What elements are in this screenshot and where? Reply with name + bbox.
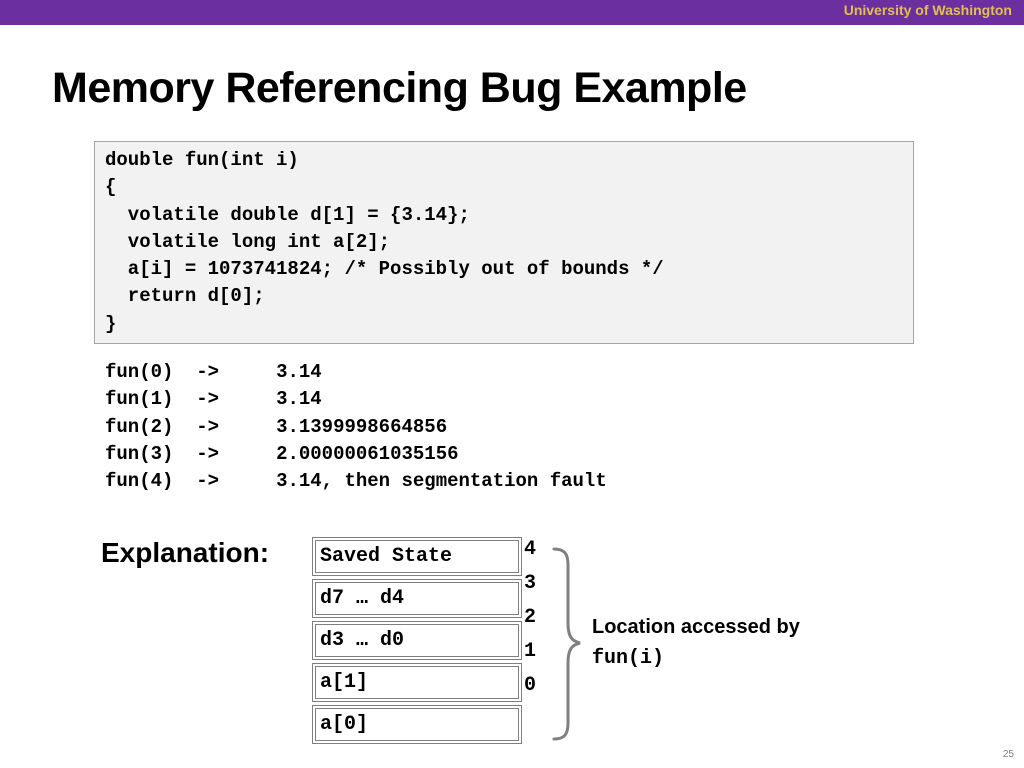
memory-stack: Saved State d7 … d4 d3 … d0 a[1] a[0] (312, 537, 522, 744)
explanation-label: Explanation: (101, 537, 270, 568)
result-arrow: -> (196, 388, 220, 411)
code-line: return d[0]; (105, 285, 265, 308)
result-arrow: -> (196, 361, 220, 383)
curly-brace-icon (552, 547, 581, 741)
memory-index-column: 4 3 2 1 0 (524, 537, 546, 707)
result-line-0: fun(0) -> 3.14 (105, 359, 607, 386)
result-call: fun(4) (105, 470, 174, 493)
memory-cell-d7-d4: d7 … d4 (312, 579, 522, 618)
code-line: } (105, 312, 117, 335)
result-arrow: -> (196, 470, 220, 493)
result-value: 3.14 (276, 361, 322, 383)
memory-cell-a1: a[1] (312, 663, 522, 702)
code-line: volatile long int a[2]; (105, 230, 391, 253)
code-line: volatile double d[1] = {3.14}; (105, 203, 470, 226)
memory-index: 0 (524, 674, 537, 697)
memory-index: 4 (524, 538, 537, 561)
result-call: fun(1) (105, 388, 174, 411)
result-value: 2.00000061035156 (276, 442, 459, 465)
top-bar: University of Washington (0, 0, 1024, 25)
results-list: fun(0) -> 3.14 fun(1) -> 3.14 fun(2) -> … (105, 359, 607, 495)
result-call: fun(2) (105, 415, 174, 438)
memory-cell-a0: a[0] (312, 705, 522, 744)
code-line: { (105, 176, 117, 199)
memory-index: 1 (524, 640, 537, 663)
memory-cell-saved-state: Saved State (312, 537, 522, 576)
result-line-2: fun(2) -> 3.1399998664856 (105, 414, 607, 441)
result-arrow: -> (196, 415, 220, 438)
page-number: 25 (1002, 749, 1014, 760)
result-line-4: fun(4) -> 3.14, then segmentation fault (105, 468, 607, 495)
result-value: 3.14, then segmentation fault (276, 470, 607, 493)
result-value: 3.1399998664856 (276, 415, 448, 438)
result-arrow: -> (196, 442, 220, 465)
memory-cell-d3-d0: d3 … d0 (312, 621, 522, 660)
code-block: double fun(int i) { volatile double d[1]… (94, 141, 914, 344)
institution-name: University of Washington (843, 2, 1012, 18)
slide-title: Memory Referencing Bug Example (52, 64, 747, 112)
code-line: a[i] = 1073741824; /* Possibly out of bo… (105, 258, 664, 281)
memory-index: 2 (524, 606, 537, 629)
result-value: 3.14 (276, 388, 322, 411)
location-note-code: fun(i) (592, 647, 665, 670)
result-line-3: fun(3) -> 2.00000061035156 (105, 441, 607, 468)
result-line-1: fun(1) -> 3.14 (105, 386, 607, 413)
memory-index: 3 (524, 572, 537, 595)
result-call: fun(0) (105, 361, 174, 383)
result-call: fun(3) (105, 442, 174, 465)
code-line: double fun(int i) (105, 149, 299, 171)
location-note-text: Location accessed by (592, 616, 800, 638)
location-note: Location accessed by fun(i) (592, 613, 800, 673)
